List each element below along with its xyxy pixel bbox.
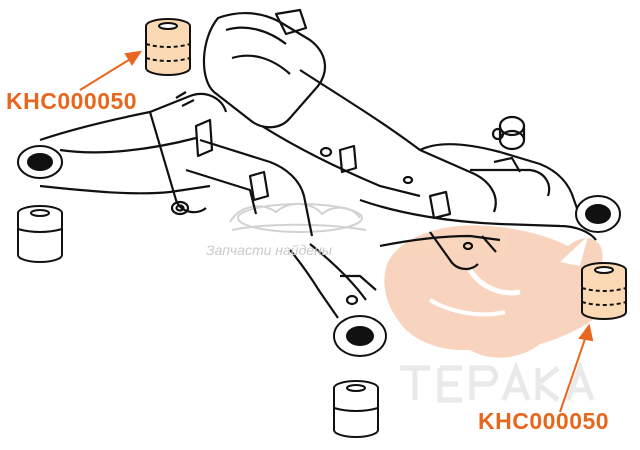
- watermark-autoparts-logo: [229, 203, 367, 233]
- watermark-brand-letters: [400, 360, 595, 403]
- part-number-label-top: KHC000050: [6, 88, 138, 114]
- highlighted-bushing-right: [581, 262, 627, 320]
- leader-arrow-bottom: [559, 323, 594, 413]
- loose-bushing-left: [17, 205, 63, 263]
- part-number-label-bottom: KHC000050: [478, 408, 610, 434]
- loose-bushing-bottom: [333, 380, 379, 438]
- watermark-rhino-logo: [384, 225, 619, 358]
- highlighted-bushing-top: [145, 18, 191, 76]
- watermark-subtitle: Запчасти найдены: [206, 242, 333, 258]
- frame-mounted-bushing-left: [17, 145, 63, 179]
- subframe-outline: [39, 8, 597, 319]
- leader-arrow-top: [79, 50, 143, 91]
- frame-mounted-bushing-right: [575, 195, 621, 233]
- frame-mounted-bushing-lower: [333, 315, 387, 357]
